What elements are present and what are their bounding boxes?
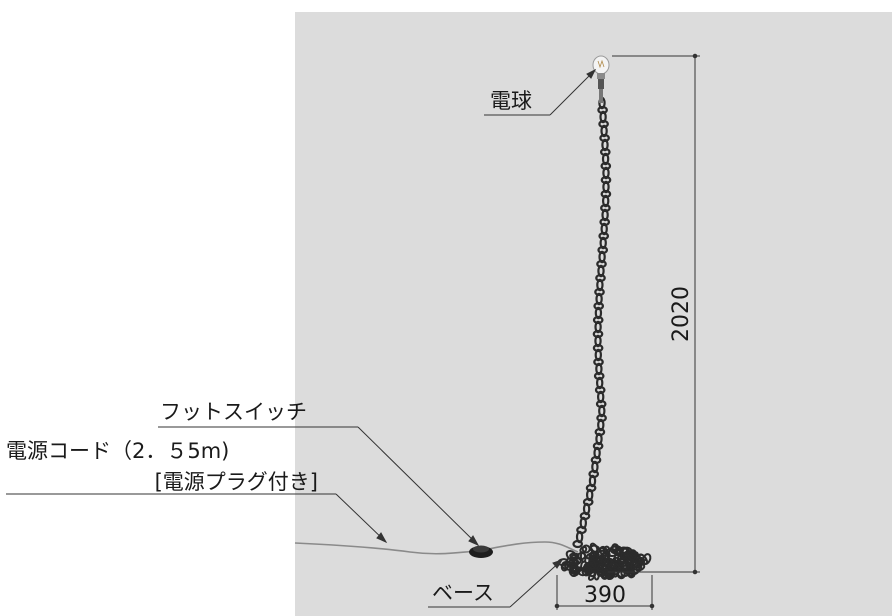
chain-link (602, 166, 610, 180)
chain-link (594, 547, 606, 559)
chain-link (597, 390, 605, 404)
chain-link (598, 404, 606, 418)
base-label: ベース (432, 581, 494, 605)
chain-link (598, 250, 606, 264)
chain-link (599, 147, 611, 157)
chain-link (602, 180, 610, 194)
chain-link (600, 124, 608, 138)
chain-link (596, 376, 604, 390)
chain-link (594, 348, 603, 362)
chain-link (594, 320, 602, 334)
base-leader (428, 559, 564, 608)
chain-link (593, 357, 604, 367)
chain-link (616, 569, 626, 580)
height-dimension (608, 53, 700, 575)
chain-link (585, 552, 596, 560)
chain-link (600, 189, 612, 199)
chain-link (595, 432, 603, 446)
power-plug-label: [電源プラグ付き] (155, 470, 318, 494)
chain-link (599, 110, 607, 124)
chain-link (634, 556, 644, 564)
chain-link (601, 152, 610, 166)
base-width-dimension (554, 575, 655, 610)
chain-link (592, 343, 604, 353)
chain-link (597, 264, 605, 278)
bulb-label: 電球 (490, 89, 532, 113)
chain-link (601, 208, 609, 222)
chain-link (595, 292, 603, 306)
chain-link (591, 460, 599, 474)
chain-link (596, 563, 605, 572)
chain-link (638, 553, 649, 565)
chain-link (600, 175, 612, 185)
chain-link (588, 551, 600, 562)
chain-link (593, 301, 604, 311)
foot-switch-device (469, 545, 493, 558)
chain-link (599, 133, 610, 143)
chain-column (572, 96, 612, 549)
chain-link (572, 539, 583, 549)
power-cord-leader (6, 493, 388, 544)
chain-link (592, 329, 604, 339)
foot-switch-leader (158, 426, 480, 547)
chain-link (587, 570, 597, 581)
foot-switch-label: フットスイッチ (160, 400, 307, 424)
backdrop (295, 12, 892, 616)
chain-link (600, 161, 612, 171)
chain-link (594, 334, 602, 348)
chain-link (620, 547, 629, 560)
light-bulb (592, 55, 610, 103)
chain-pile (557, 542, 652, 581)
chain-link (596, 278, 604, 292)
chain-link (587, 559, 597, 570)
chain-link (601, 138, 609, 152)
chain-link (593, 446, 601, 460)
chain-link (595, 362, 603, 376)
chain-link (600, 203, 611, 213)
chain-link (626, 550, 637, 561)
chain-link (597, 418, 605, 432)
chain-link (592, 315, 604, 325)
chain-link (569, 563, 579, 572)
bulb-leader (484, 68, 597, 116)
power-cord-label: 電源コード（2．５5m) (6, 439, 229, 463)
height-dimension-value: 2020 (669, 286, 694, 342)
chain-link (599, 236, 607, 250)
chain-link (596, 549, 609, 559)
chain-link (594, 306, 603, 320)
chain-link (602, 194, 610, 208)
chain-link (589, 544, 601, 554)
chain-link (581, 566, 592, 577)
chain-link (600, 222, 608, 236)
base-width-dimension-value: 390 (584, 583, 626, 608)
chain-link (594, 287, 605, 297)
